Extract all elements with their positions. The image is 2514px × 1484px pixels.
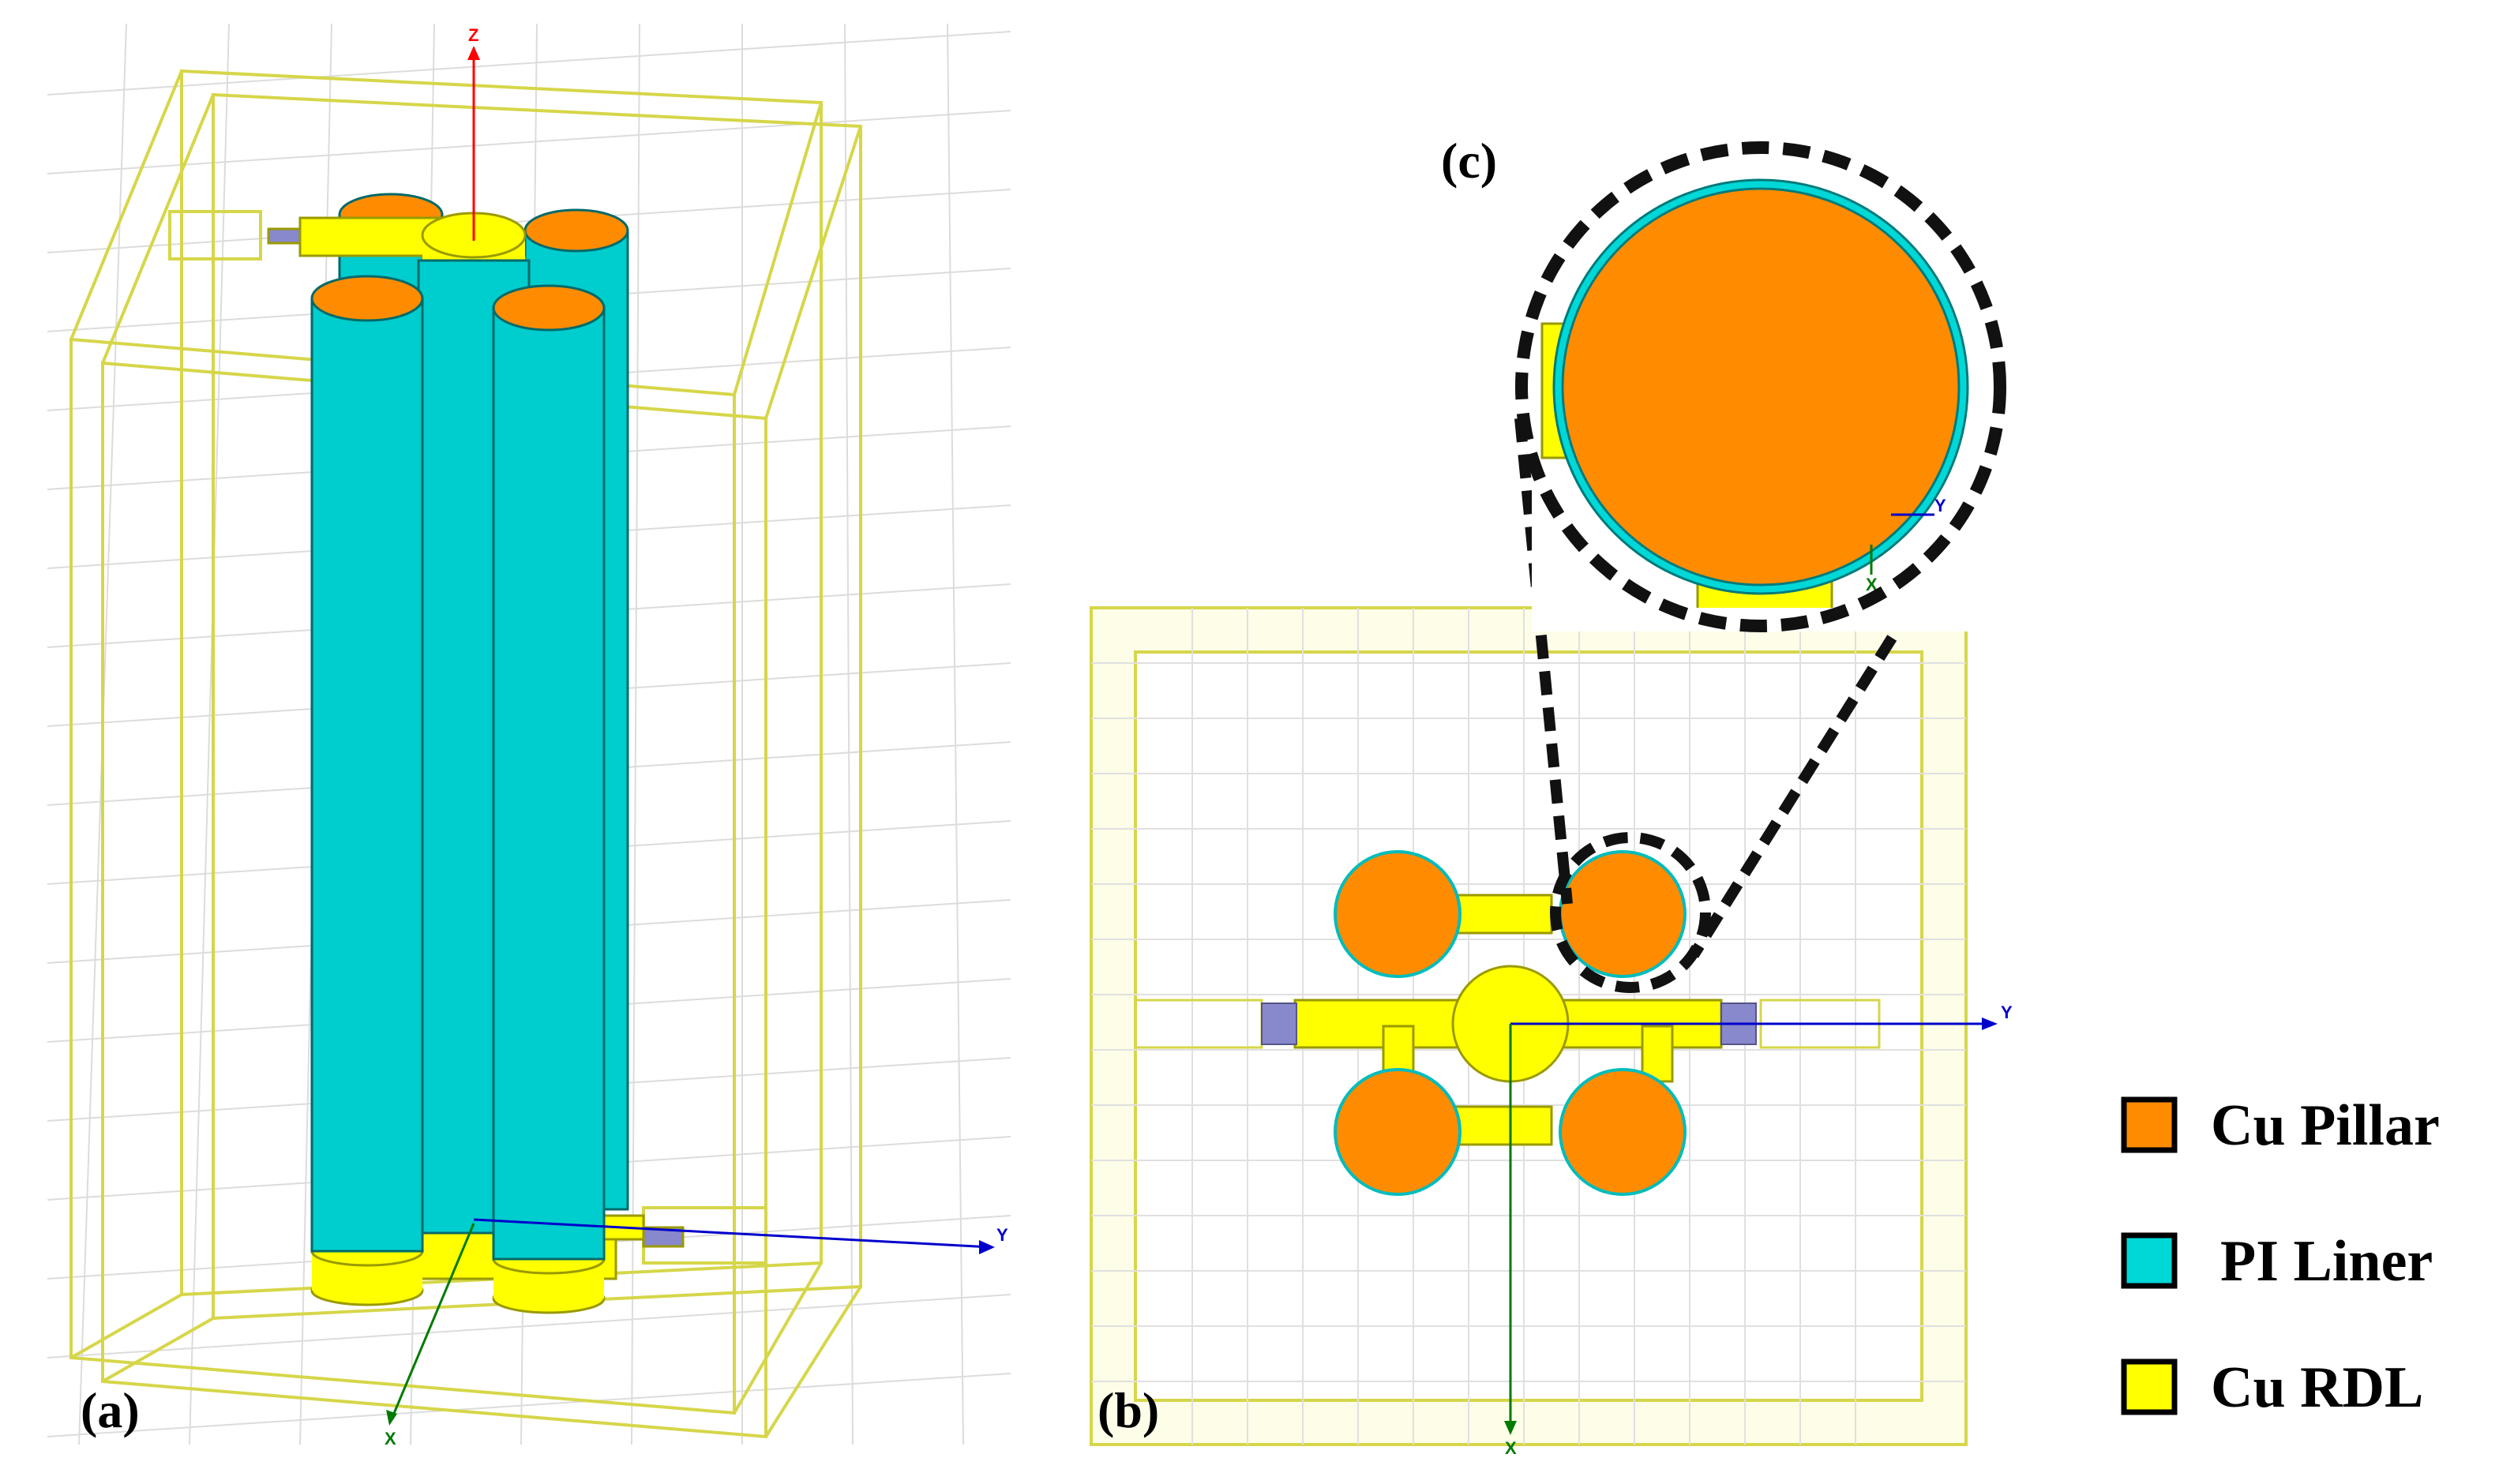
legend-item-cu-rdl: Cu RDL xyxy=(2121,1355,2423,1420)
legend-swatch-cu-pillar xyxy=(2121,1096,2178,1153)
panel-b-pillars xyxy=(1334,850,1687,1196)
legend-swatch-pi-liner xyxy=(2121,1232,2178,1289)
zoom-connectors xyxy=(1514,418,1935,958)
zoom-axes: Y X xyxy=(1866,496,1946,594)
legend-label-cu-pillar: Cu Pillar xyxy=(2211,1093,2440,1158)
zoom-cu-pillar xyxy=(1561,187,1961,586)
panel-a-pillars-front xyxy=(310,259,606,1261)
x-axis-label: X xyxy=(1505,1438,1517,1458)
zoom-y-axis-label: Y xyxy=(1934,496,1946,515)
legend-label-pi-liner: PI Liner xyxy=(2220,1229,2433,1294)
panel-a-axes: Z Y X xyxy=(385,25,1008,1448)
zoom-source-ring xyxy=(1550,832,1711,993)
panel-c-label: (c) xyxy=(1441,133,1497,189)
y-axis-label: Y xyxy=(996,1225,1008,1245)
x-axis-label: X xyxy=(385,1429,396,1448)
legend-swatch-cu-rdl xyxy=(2121,1358,2178,1415)
panel-c: Y X (c) xyxy=(1441,133,2006,958)
panel-b-axes: Y X xyxy=(1504,1002,2013,1458)
panel-a-label: (a) xyxy=(81,1382,140,1438)
z-axis-label: Z xyxy=(468,25,478,45)
y-axis xyxy=(473,1218,992,1249)
panel-a: Z Y X (a) xyxy=(47,23,1011,1448)
legend: Cu Pillar PI Liner Cu RDL xyxy=(2121,1093,2440,1420)
zoom-magnifier-ring xyxy=(1515,141,2006,632)
x-axis xyxy=(389,1223,475,1422)
y-axis-label: Y xyxy=(2001,1002,2013,1022)
legend-item-cu-pillar: Cu Pillar xyxy=(2121,1093,2440,1158)
legend-label-cu-rdl: Cu RDL xyxy=(2211,1355,2423,1420)
panel-b-label: (b) xyxy=(1098,1382,1159,1438)
panel-b: Y X (b) xyxy=(1090,606,2013,1458)
zoom-x-axis-label: X xyxy=(1866,575,1878,594)
legend-item-pi-liner: PI Liner xyxy=(2121,1229,2433,1294)
